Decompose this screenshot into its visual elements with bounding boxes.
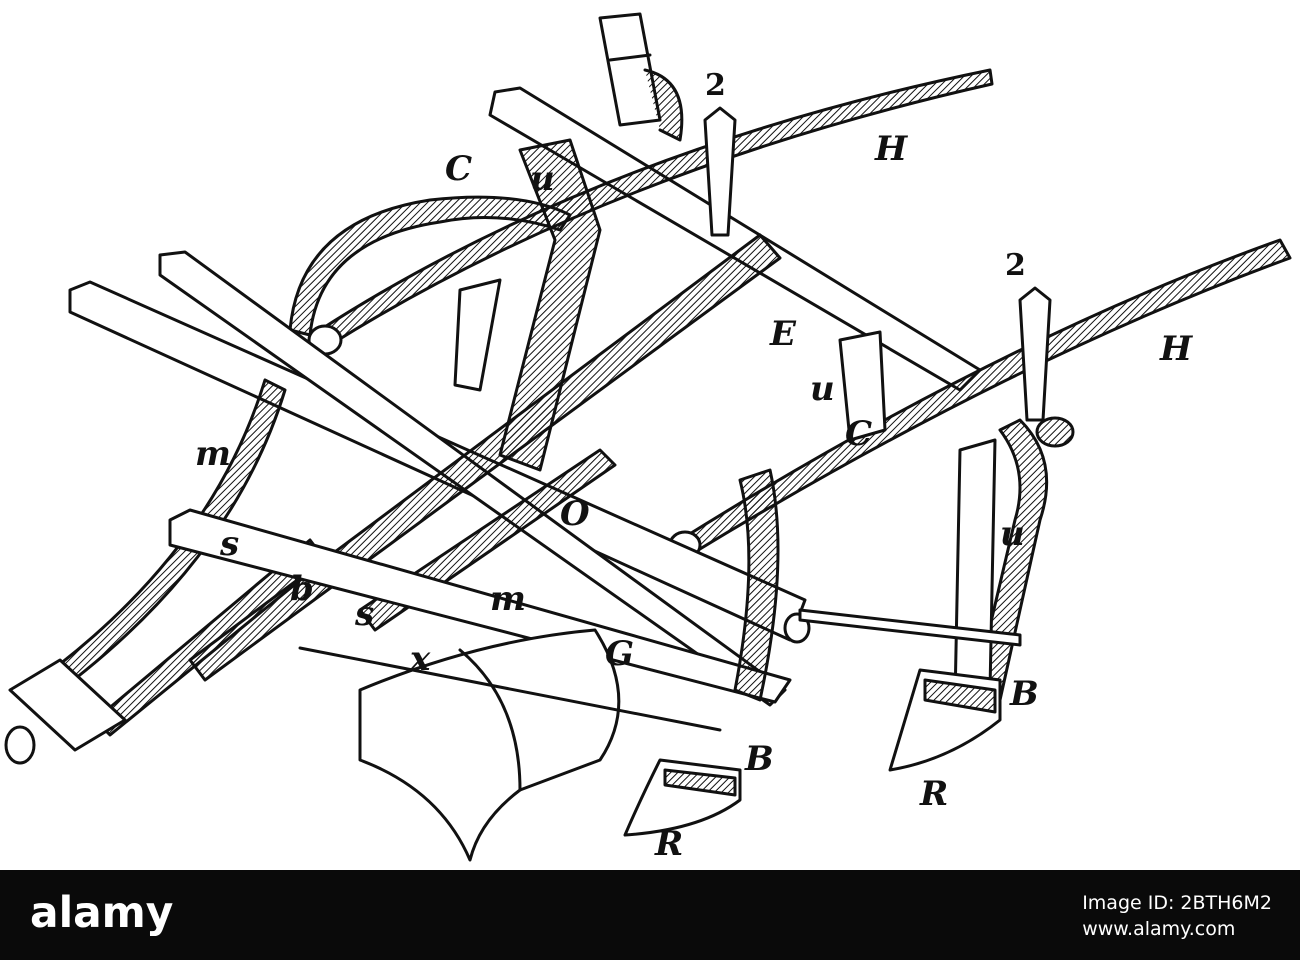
alamy-logo-text: alamy	[30, 888, 173, 937]
pin-top	[703, 106, 737, 237]
label-2-top: 2	[705, 68, 726, 103]
rear-upright	[598, 12, 684, 142]
cultivator-illustration: H H 2 2 C u E u C m O u s b s m x G B R …	[4, 12, 1292, 864]
front-crossbar	[168, 508, 792, 704]
label-G: G	[605, 634, 634, 674]
front-plate	[4, 658, 127, 765]
label-B-bottom: B	[744, 739, 774, 779]
figure-labels: H H 2 2 C u E u C m O u s b s m x G B R …	[195, 68, 1194, 864]
image-id-text: Image ID: 2BTH6M2	[1082, 892, 1272, 914]
label-H-top: H	[874, 129, 909, 169]
middle-standard	[838, 330, 887, 442]
pin-right	[1018, 286, 1075, 448]
label-H-right: H	[1159, 329, 1194, 369]
label-E: E	[769, 314, 797, 354]
central-upright	[453, 138, 602, 472]
engraving-drawing: H H 2 2 C u E u C m O u s b s m x G B R …	[4, 12, 1292, 864]
right-shovel	[888, 668, 1002, 772]
label-m-mid: m	[490, 579, 526, 619]
label-R-bottom: R	[654, 824, 683, 864]
center-moldboard	[298, 628, 722, 862]
label-2-right: 2	[1005, 248, 1026, 283]
alamy-logo: alamy	[30, 888, 173, 937]
label-m-left: m	[195, 434, 231, 474]
site-url-text: www.alamy.com	[1082, 918, 1236, 940]
lower-shovel	[623, 758, 742, 837]
label-u-right: u	[1000, 514, 1025, 554]
right-standard	[953, 418, 1049, 702]
label-C-mid: C	[845, 414, 872, 454]
label-s-left: s	[219, 524, 239, 564]
label-s-mid: s	[354, 594, 374, 634]
lower-standard	[733, 468, 780, 702]
label-u-top: u	[530, 159, 555, 199]
label-b: b	[290, 569, 314, 609]
label-x: x	[409, 639, 431, 679]
label-u-mid: u	[810, 369, 835, 409]
label-B-right: B	[1009, 674, 1039, 714]
stock-info: Image ID: 2BTH6M2 www.alamy.com	[1082, 890, 1272, 942]
brace-rod	[798, 608, 1022, 647]
label-R-right: R	[919, 774, 948, 814]
label-O: O	[560, 494, 590, 534]
stock-footer-bar: alamy Image ID: 2BTH6M2 www.alamy.com	[0, 870, 1300, 960]
label-C: C	[445, 149, 472, 189]
